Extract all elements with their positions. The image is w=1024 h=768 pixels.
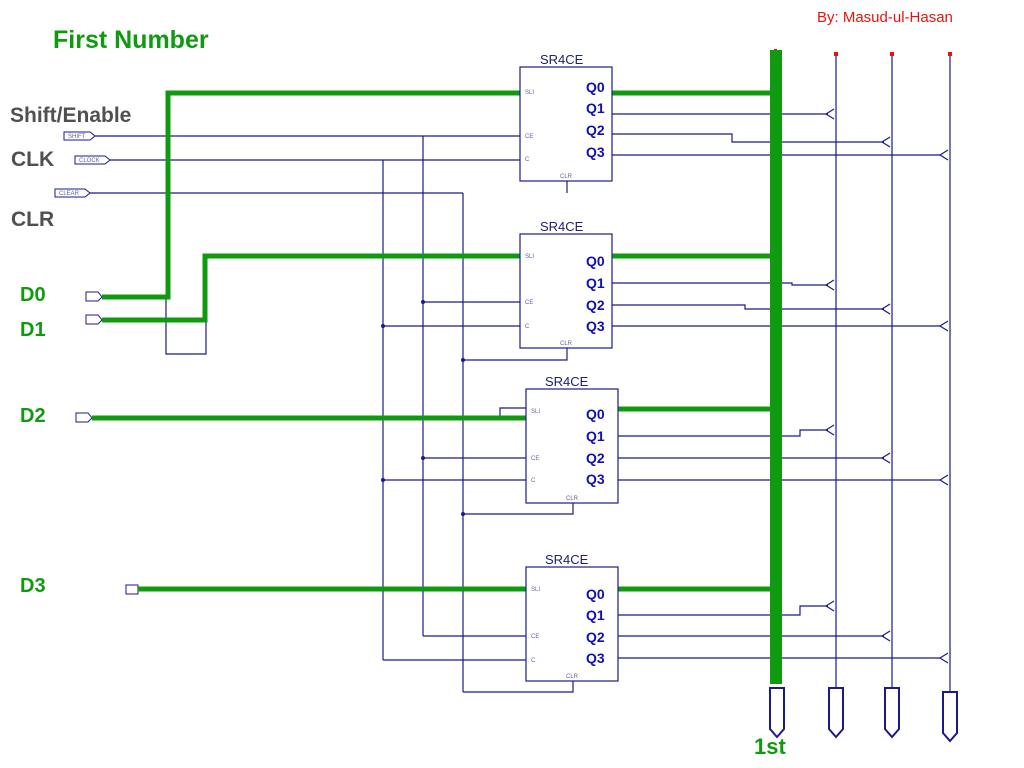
author-credit: By: Masud-ul-Hasan xyxy=(817,9,953,26)
svg-text:Q1: Q1 xyxy=(586,428,605,444)
shift-enable-label: Shift/Enable xyxy=(10,104,132,127)
d0-label: D0 xyxy=(20,284,46,306)
svg-text:SLI: SLI xyxy=(525,254,534,260)
svg-text:C: C xyxy=(525,157,530,163)
svg-text:C: C xyxy=(531,478,536,484)
svg-text:CLEAR: CLEAR xyxy=(59,191,80,197)
register-block: SR4CE Q0 Q1 Q2 Q3 SLI CE C CLR xyxy=(525,552,619,682)
input-pads xyxy=(54,131,139,595)
svg-text:Q1: Q1 xyxy=(586,607,605,623)
output-label-1st: 1st xyxy=(754,734,786,759)
d3-label: D3 xyxy=(20,575,46,597)
svg-text:SLI: SLI xyxy=(531,587,540,593)
svg-text:Q3: Q3 xyxy=(586,144,605,160)
svg-text:CE: CE xyxy=(525,134,533,140)
register-block: SR4CE Q0 Q1 Q2 Q3 SLI CE C CLR xyxy=(519,219,613,349)
svg-text:SLI: SLI xyxy=(525,90,534,96)
svg-text:SHIFT: SHIFT xyxy=(68,134,86,140)
svg-text:Q2: Q2 xyxy=(586,122,605,138)
svg-text:Q2: Q2 xyxy=(586,297,605,313)
svg-text:CLOCK: CLOCK xyxy=(79,158,100,164)
svg-text:SLI: SLI xyxy=(531,409,540,415)
register-block: SR4CE Q0 Q1 Q2 Q3 SLI CE C CLR xyxy=(519,52,613,182)
clr-label: CLR xyxy=(11,208,55,231)
register-block: SR4CE Q0 Q1 Q2 Q3 SLI CE C CLR xyxy=(525,374,619,504)
wire-junctions xyxy=(381,300,465,516)
svg-text:Q0: Q0 xyxy=(586,253,605,269)
d1-label: D1 xyxy=(20,319,46,341)
svg-text:Q0: Q0 xyxy=(586,79,605,95)
svg-text:Q0: Q0 xyxy=(586,406,605,422)
svg-text:CLR: CLR xyxy=(566,496,579,502)
d2-label: D2 xyxy=(20,405,46,427)
diagram-title: First Number xyxy=(53,26,209,54)
register-name: SR4CE xyxy=(540,52,584,67)
svg-text:Q3: Q3 xyxy=(586,471,605,487)
output-bus-1st xyxy=(770,50,782,684)
bus-top-markers xyxy=(774,49,952,56)
svg-text:Q3: Q3 xyxy=(586,318,605,334)
register-name: SR4CE xyxy=(540,219,584,234)
svg-text:C: C xyxy=(531,658,536,664)
highlight-wires xyxy=(92,90,776,592)
svg-text:CLR: CLR xyxy=(560,341,573,347)
svg-text:CE: CE xyxy=(525,300,533,306)
register-name: SR4CE xyxy=(545,374,589,389)
svg-text:CE: CE xyxy=(531,456,539,462)
pad-tiny-text: SHIFT CLOCK CLEAR xyxy=(59,134,100,197)
svg-text:Q2: Q2 xyxy=(586,629,605,645)
clk-label: CLK xyxy=(11,148,55,171)
svg-text:CLR: CLR xyxy=(560,174,573,180)
output-pads xyxy=(769,687,958,743)
svg-text:Q2: Q2 xyxy=(586,450,605,466)
svg-text:C: C xyxy=(525,324,530,330)
svg-text:Q1: Q1 xyxy=(586,100,605,116)
svg-text:Q0: Q0 xyxy=(586,586,605,602)
svg-text:Q3: Q3 xyxy=(586,650,605,666)
svg-text:CE: CE xyxy=(531,634,539,640)
svg-text:CLR: CLR xyxy=(566,674,579,680)
thin-wires xyxy=(90,56,951,693)
svg-text:Q1: Q1 xyxy=(586,275,605,291)
register-name: SR4CE xyxy=(545,552,589,567)
